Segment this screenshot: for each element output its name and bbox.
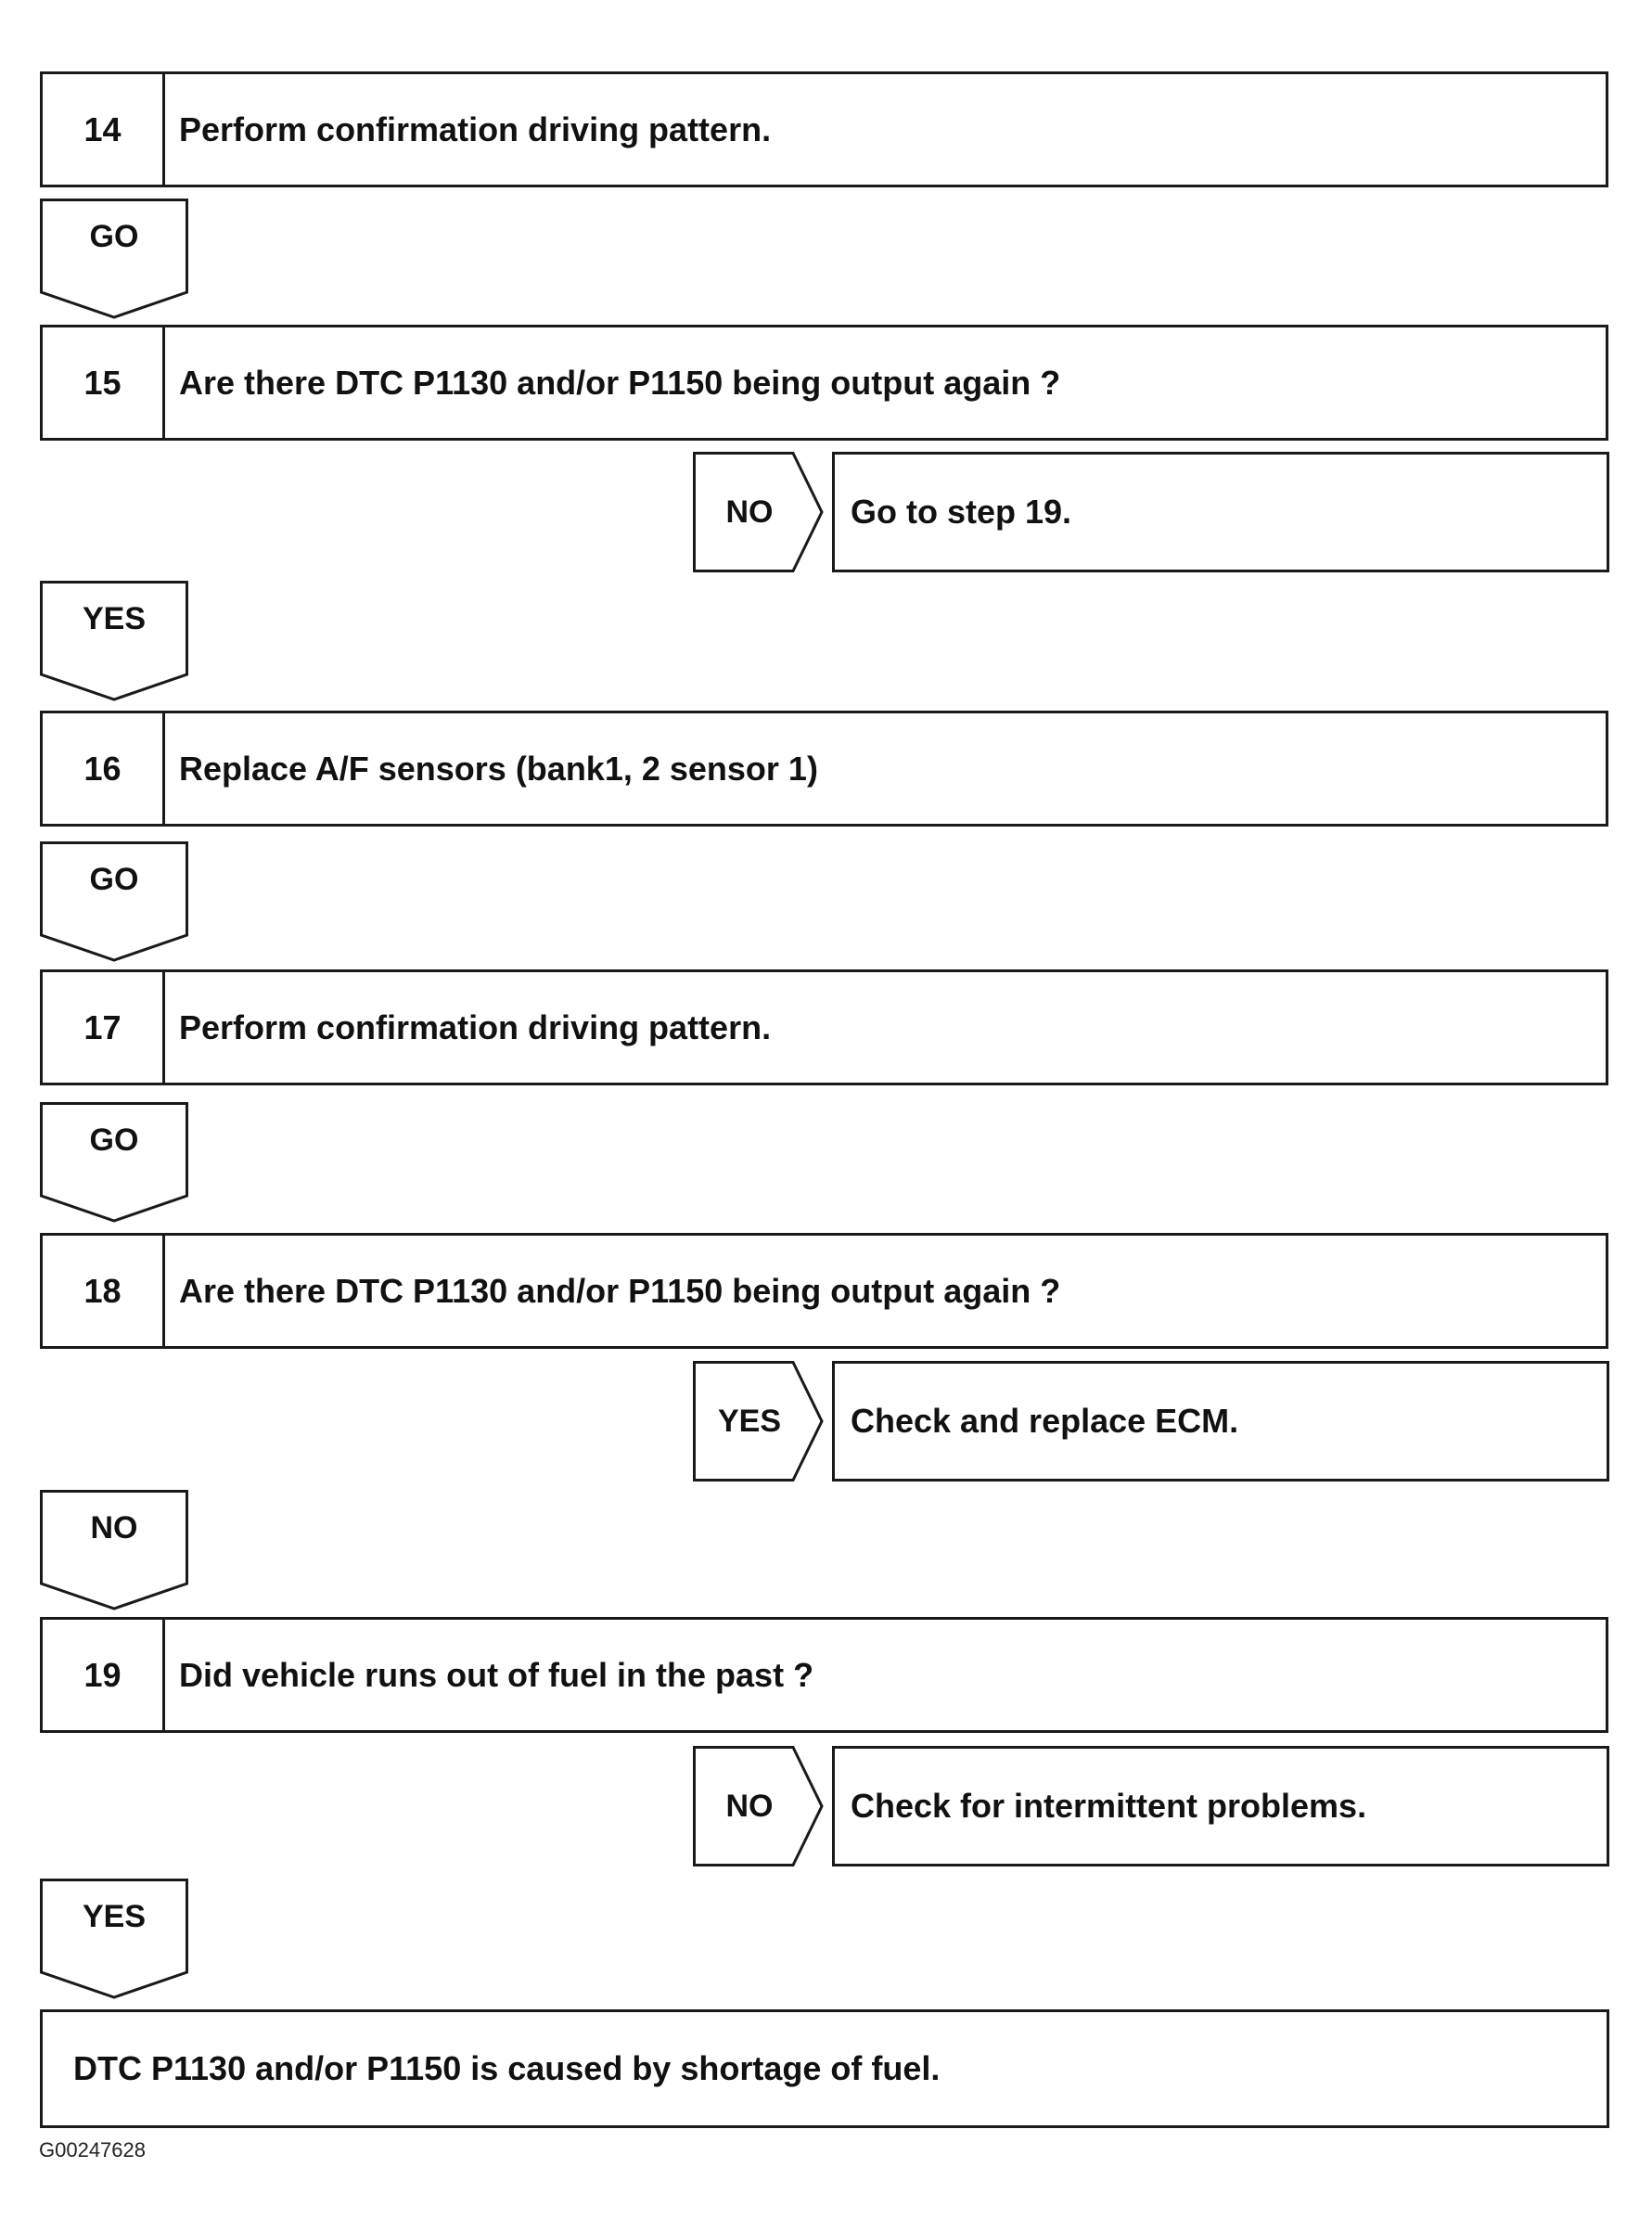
arrow-label: YES <box>717 1403 782 1439</box>
step-15-box: 15 Are there DTC P1130 and/or P1150 bein… <box>40 325 1608 441</box>
yes-branch-arrow: YES <box>693 1361 825 1482</box>
no-branch-arrow: NO <box>693 452 825 572</box>
step-text: Did vehicle runs out of fuel in the past… <box>179 1655 814 1694</box>
step-text: Are there DTC P1130 and/or P1150 being o… <box>179 363 1061 402</box>
yes-arrow: YES <box>40 1879 188 2001</box>
arrow-label: NO <box>90 1510 138 1546</box>
down-arrow-icon <box>40 1102 188 1223</box>
step-number: 16 <box>43 713 165 824</box>
step-number: 18 <box>43 1236 165 1346</box>
step-text: Replace A/F sensors (bank1, 2 sensor 1) <box>179 749 818 788</box>
step-number: 15 <box>43 327 165 438</box>
branch-result-box: Check for intermittent problems. <box>832 1746 1609 1866</box>
go-arrow: GO <box>40 1102 188 1225</box>
right-arrow-icon <box>693 452 824 572</box>
down-arrow-icon <box>40 581 188 701</box>
branch-result-box: Check and replace ECM. <box>832 1361 1609 1482</box>
arrow-label: GO <box>89 219 139 254</box>
step-14-box: 14 Perform confirmation driving pattern. <box>40 71 1608 187</box>
step-number: 14 <box>43 74 165 185</box>
right-arrow-icon <box>693 1361 824 1482</box>
down-arrow-icon <box>40 199 188 319</box>
step-16-box: 16 Replace A/F sensors (bank1, 2 sensor … <box>40 711 1608 827</box>
arrow-label: YES <box>82 601 147 636</box>
down-arrow-icon <box>40 1490 188 1610</box>
yes-arrow: YES <box>40 581 188 703</box>
branch-result-box: Go to step 19. <box>832 452 1609 572</box>
arrow-label: NO <box>725 1788 774 1824</box>
go-arrow: GO <box>40 199 188 321</box>
step-number: 19 <box>43 1620 165 1730</box>
conclusion-box: DTC P1130 and/or P1150 is caused by shor… <box>40 2009 1609 2128</box>
figure-id: G00247628 <box>39 2138 146 2161</box>
arrow-label: GO <box>89 862 139 897</box>
step-text: Perform confirmation driving pattern. <box>179 1007 772 1046</box>
no-branch-arrow: NO <box>693 1746 825 1866</box>
right-arrow-icon <box>693 1746 824 1866</box>
step-19-box: 19 Did vehicle runs out of fuel in the p… <box>40 1617 1608 1733</box>
no-arrow: NO <box>40 1490 188 1612</box>
step-text: Are there DTC P1130 and/or P1150 being o… <box>179 1271 1061 1310</box>
down-arrow-icon <box>40 1879 188 1999</box>
step-17-box: 17 Perform confirmation driving pattern. <box>40 969 1608 1085</box>
arrow-label: GO <box>89 1122 139 1158</box>
step-18-box: 18 Are there DTC P1130 and/or P1150 bein… <box>40 1233 1608 1349</box>
arrow-label: NO <box>725 494 774 530</box>
step-text: Perform confirmation driving pattern. <box>179 109 772 148</box>
step-number: 17 <box>43 972 165 1083</box>
down-arrow-icon <box>40 841 188 962</box>
go-arrow: GO <box>40 841 188 964</box>
arrow-label: YES <box>82 1899 147 1934</box>
